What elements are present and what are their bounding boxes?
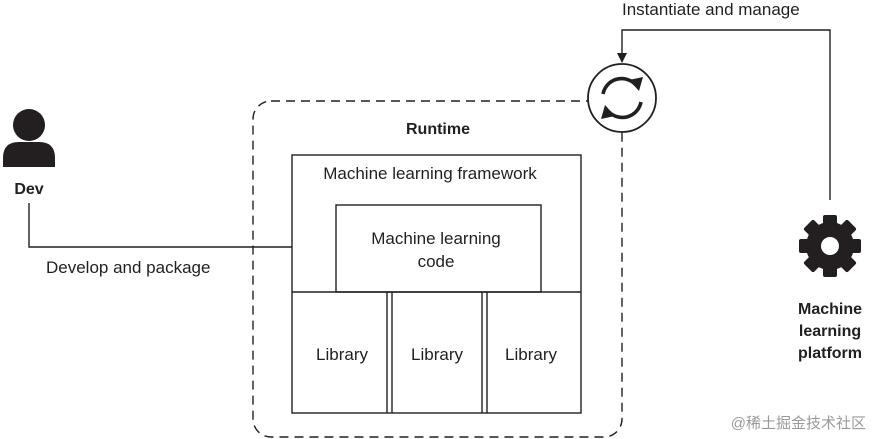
library-label-1: Library (316, 345, 368, 364)
platform-label-line-2: learning (799, 323, 861, 340)
code-label-line-1: Machine learning (371, 229, 500, 248)
dev-label: Dev (14, 181, 43, 198)
develop-arrow (28, 203, 336, 252)
library-label-3: Library (505, 345, 557, 364)
manage-label: Instantiate and manage (622, 0, 800, 19)
manage-arrow (617, 29, 831, 200)
code-box (335, 204, 542, 293)
develop-label: Develop and package (46, 258, 210, 277)
runtime-boundary (252, 100, 623, 438)
watermark: @稀土掘金技术社区 (731, 415, 866, 432)
framework-label: Machine learning framework (323, 164, 537, 183)
gear-icon (799, 215, 861, 277)
platform-label-line-1: Machine (798, 301, 862, 318)
cycle-arrows-icon (587, 63, 657, 133)
runtime-title: Runtime (406, 121, 470, 138)
library-divider-1 (386, 292, 393, 413)
code-label-line-2: code (418, 252, 455, 271)
platform-label-line-3: platform (798, 345, 862, 362)
library-label-2: Library (411, 345, 463, 364)
library-divider-2 (481, 292, 488, 413)
person-icon (3, 109, 55, 167)
